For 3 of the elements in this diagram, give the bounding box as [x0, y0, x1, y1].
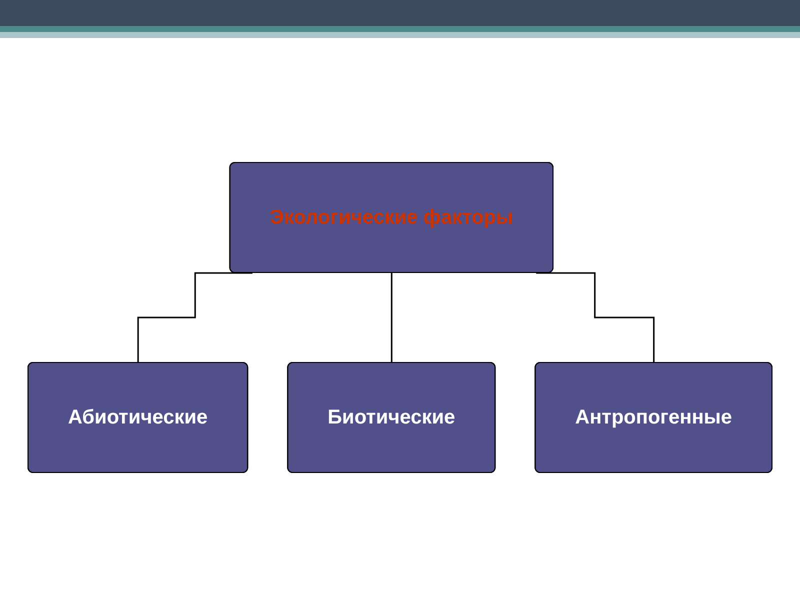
connector [536, 272, 655, 364]
connector [390, 272, 393, 364]
connector [137, 272, 252, 364]
